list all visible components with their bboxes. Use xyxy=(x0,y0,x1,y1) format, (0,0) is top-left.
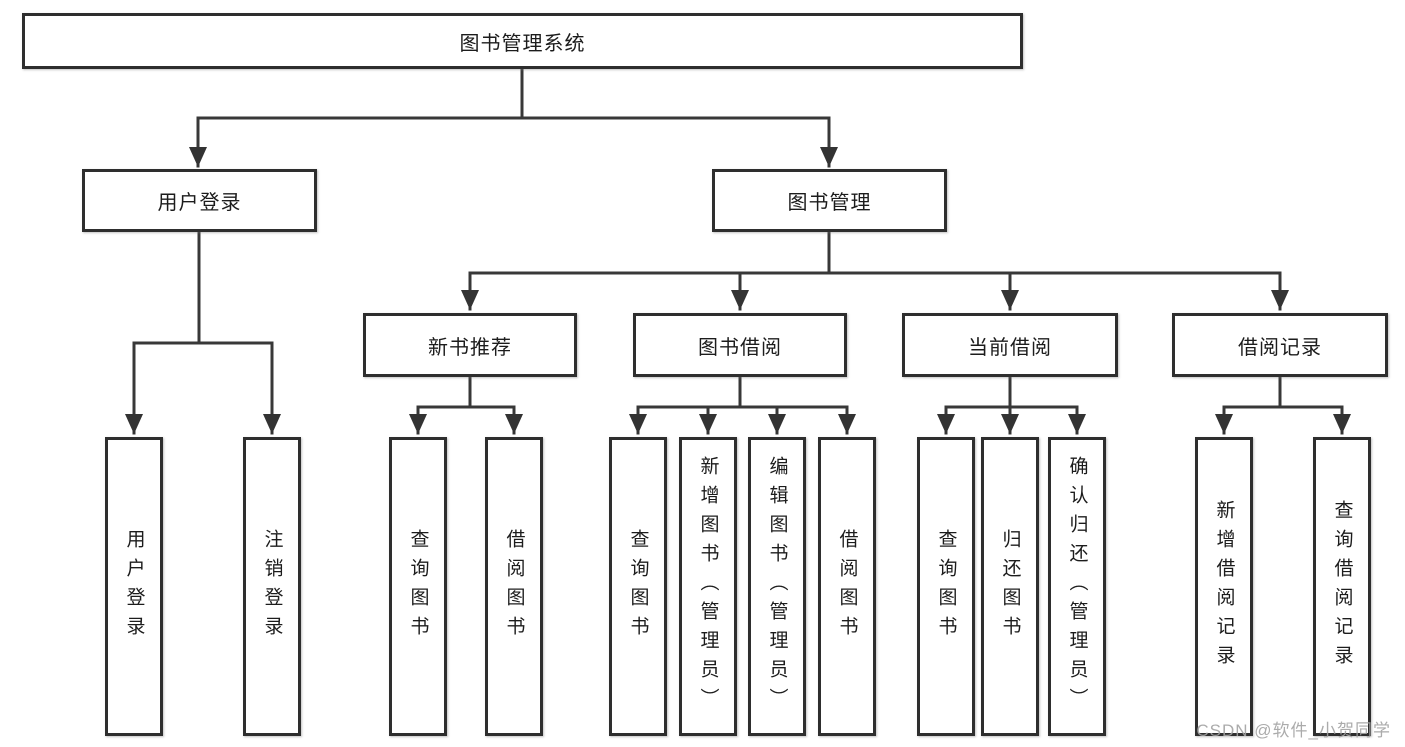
leaf-user-login: 用户登录 xyxy=(105,437,163,736)
leaf-borrow-books-2-label: 借阅图书 xyxy=(836,528,858,645)
leaf-logout-label: 注销登录 xyxy=(261,528,283,645)
leaf-add-borrow-record: 新增借阅记录 xyxy=(1195,437,1253,736)
node-user-login: 用户登录 xyxy=(82,169,317,232)
node-new-book-recommend-label: 新书推荐 xyxy=(428,336,512,359)
node-book-management: 图书管理 xyxy=(712,169,947,232)
node-book-borrow: 图书借阅 xyxy=(633,313,847,377)
node-root: 图书管理系统 xyxy=(22,13,1023,69)
csdn-watermark: CSDN @软件_小贺同学 xyxy=(1196,721,1391,740)
leaf-borrow-books-1: 借阅图书 xyxy=(485,437,543,736)
leaf-confirm-return-admin-label: 确认归还（管理员） xyxy=(1066,456,1088,717)
leaf-query-borrow-record-label: 查询借阅记录 xyxy=(1331,499,1353,674)
node-book-borrow-label: 图书借阅 xyxy=(698,336,782,359)
node-user-login-label: 用户登录 xyxy=(157,192,242,214)
leaf-logout: 注销登录 xyxy=(243,437,301,736)
leaf-query-borrow-record: 查询借阅记录 xyxy=(1313,437,1371,736)
leaf-query-books-2: 查询图书 xyxy=(609,437,667,736)
leaf-user-login-label: 用户登录 xyxy=(123,528,145,645)
leaf-query-books-1: 查询图书 xyxy=(389,437,447,736)
leaf-borrow-books-1-label: 借阅图书 xyxy=(503,528,525,645)
node-borrow-records-label: 借阅记录 xyxy=(1238,336,1322,359)
leaf-borrow-books-2: 借阅图书 xyxy=(818,437,876,736)
leaf-query-books-2-label: 查询图书 xyxy=(627,528,649,645)
leaf-add-book-admin-label: 新增图书（管理员） xyxy=(697,456,719,717)
leaf-query-books-3-label: 查询图书 xyxy=(935,528,957,645)
leaf-edit-book-admin-label: 编辑图书（管理员） xyxy=(766,456,788,717)
leaf-return-book: 归还图书 xyxy=(981,437,1039,736)
leaf-return-book-label: 归还图书 xyxy=(999,528,1021,645)
node-root-label: 图书管理系统 xyxy=(459,32,586,55)
leaf-query-books-3: 查询图书 xyxy=(917,437,975,736)
node-current-borrow-label: 当前借阅 xyxy=(968,336,1052,359)
leaf-edit-book-admin: 编辑图书（管理员） xyxy=(748,437,806,736)
leaf-add-book-admin: 新增图书（管理员） xyxy=(679,437,737,736)
node-borrow-records: 借阅记录 xyxy=(1172,313,1388,377)
node-book-management-label: 图书管理 xyxy=(787,192,872,214)
leaf-query-books-1-label: 查询图书 xyxy=(407,528,429,645)
node-current-borrow: 当前借阅 xyxy=(902,313,1118,377)
leaf-add-borrow-record-label: 新增借阅记录 xyxy=(1213,499,1235,674)
node-new-book-recommend: 新书推荐 xyxy=(363,313,577,377)
leaf-confirm-return-admin: 确认归还（管理员） xyxy=(1048,437,1106,736)
